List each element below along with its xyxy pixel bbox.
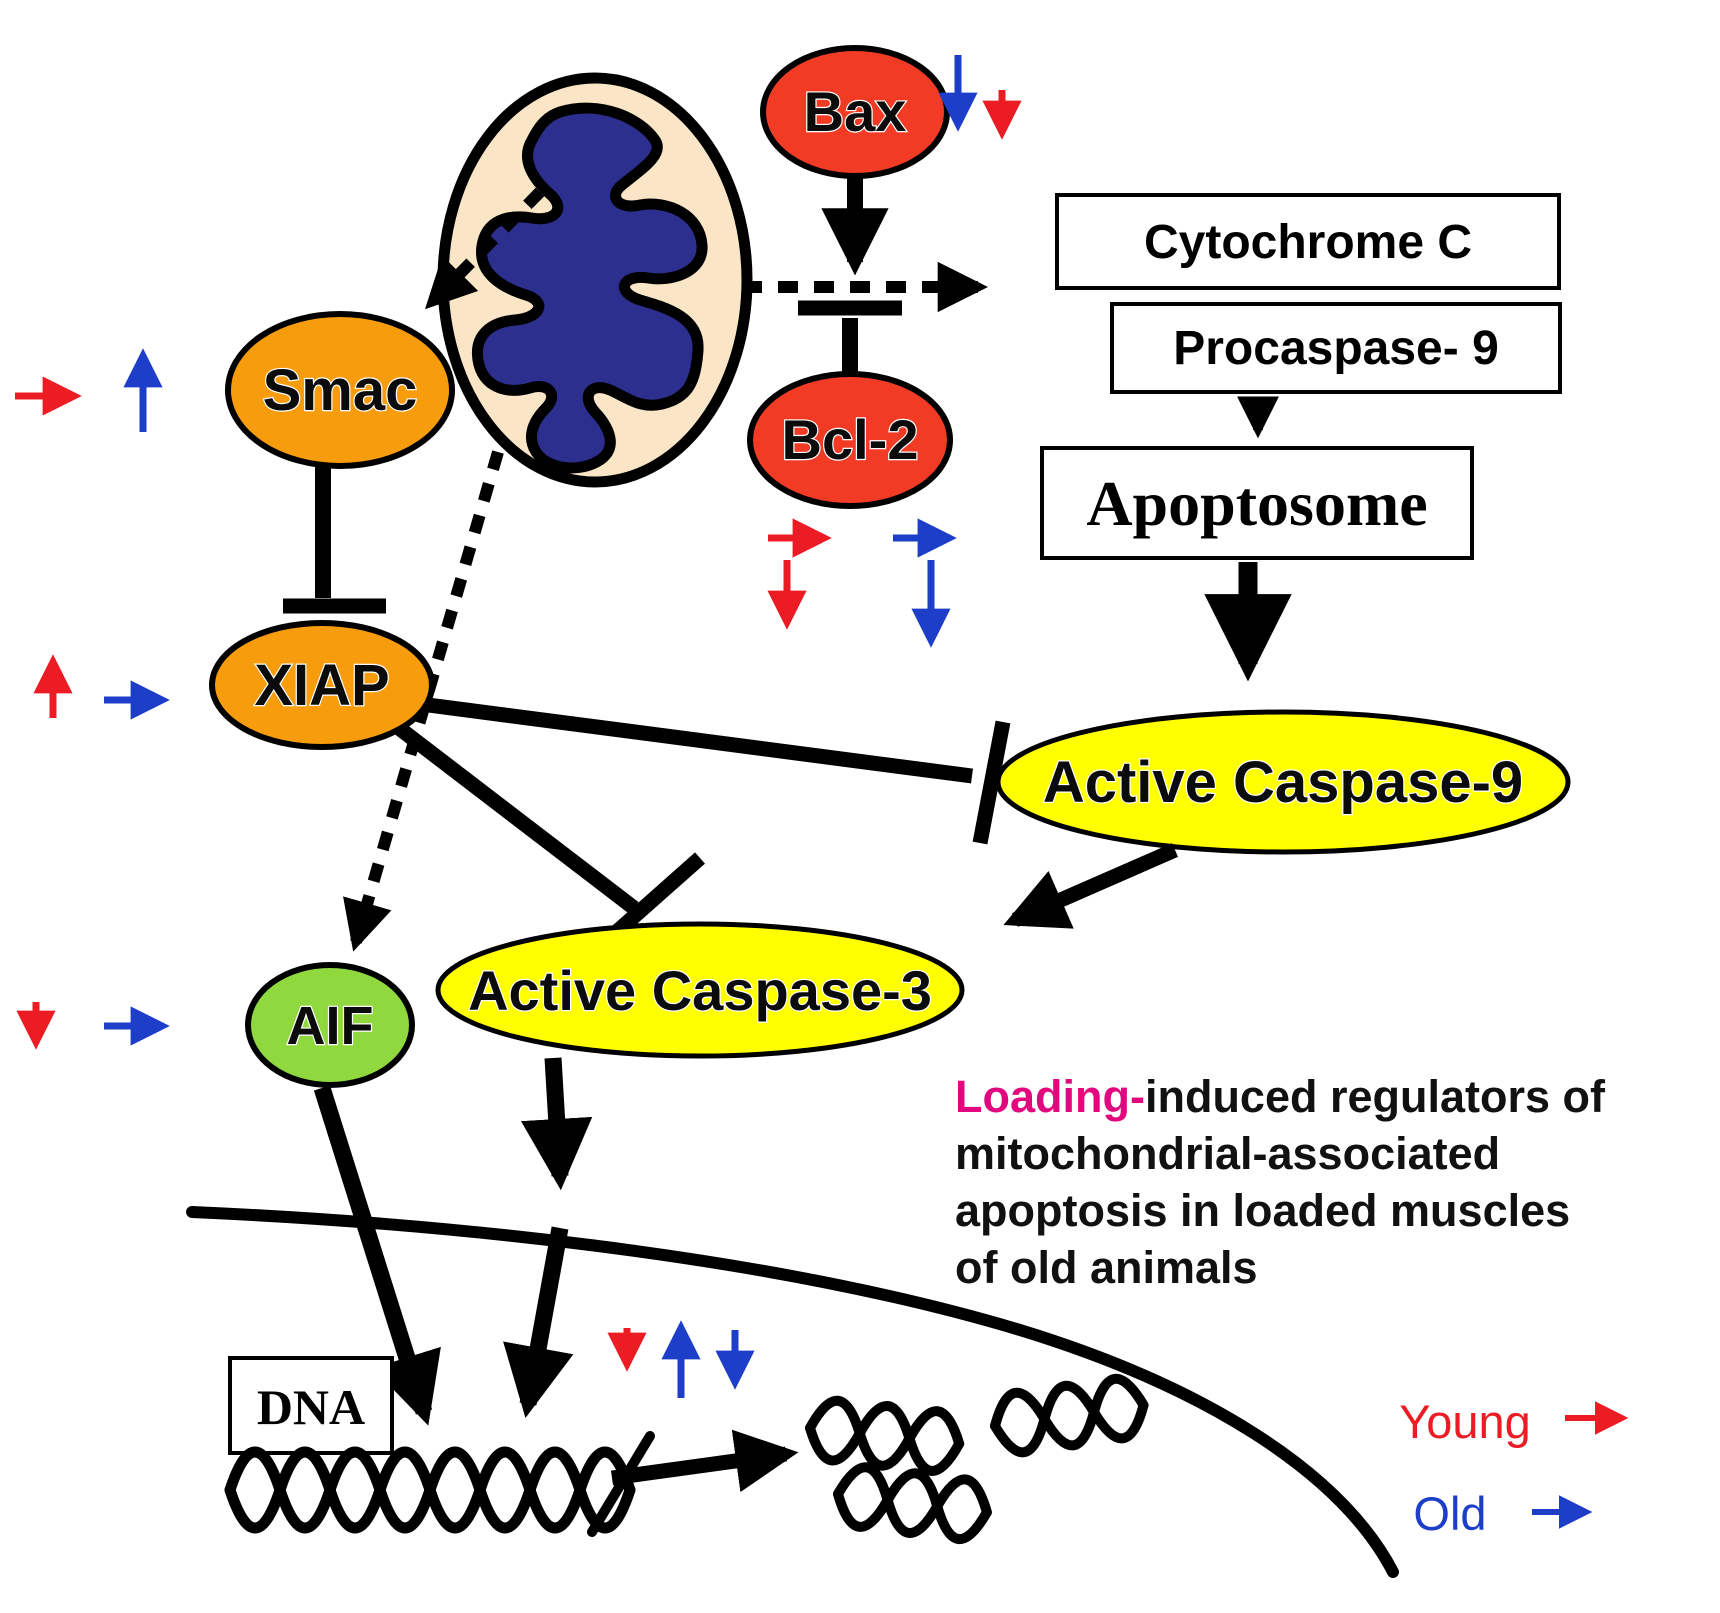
xiap-inhibit-caspase9-stem — [389, 692, 973, 784]
active-caspase9-label: Active Caspase-9 — [1043, 750, 1523, 815]
xiap-inhibit-caspase3-tbar — [607, 852, 705, 942]
bax-label: Bax — [804, 80, 907, 143]
smac-label: Smac — [263, 358, 418, 423]
annotation-line1: Loading-induced regulators of — [955, 1071, 1606, 1122]
aif-label: AIF — [287, 996, 374, 1056]
aif-ellipse — [245, 962, 415, 1088]
mito-to-smac-dashed-arrow — [424, 187, 545, 310]
node-apoptosome: Apoptosome — [1040, 446, 1474, 560]
active-caspase9-ellipse — [995, 709, 1571, 855]
bcl2-ellipse — [747, 371, 953, 509]
aif-to-dna-arrow — [313, 1085, 441, 1426]
bcl2-label: Bcl-2 — [782, 408, 919, 471]
procaspase9-label: Procaspase- 9 — [1173, 322, 1499, 375]
cytochrome-c-label: Cytochrome C — [1144, 216, 1472, 269]
xiap-label: XIAP — [254, 653, 389, 718]
annotation-highlight: Loading- — [955, 1071, 1145, 1122]
annotation-line1-rest: induced regulators of — [1145, 1071, 1606, 1122]
annotation-text: Loading-induced regulators of mitochondr… — [955, 1071, 1606, 1293]
dna-fragment-2 — [990, 1373, 1149, 1458]
apoptosome-box — [1040, 446, 1474, 560]
annotation-line4: of old animals — [955, 1242, 1258, 1293]
caspase3-to-membrane-arrow — [520, 1057, 593, 1191]
legend-old-label: Old — [1413, 1487, 1486, 1540]
legend-young-label: Young — [1399, 1395, 1531, 1448]
node-active-caspase9: Active Caspase-9 — [995, 709, 1571, 855]
node-dna: DNA — [228, 1356, 394, 1455]
dna-box — [228, 1356, 394, 1455]
xiap-inhibit-caspase9-tbar — [972, 720, 1011, 845]
node-procaspase9: Procaspase- 9 — [1110, 302, 1562, 394]
mitochondrion — [437, 72, 753, 488]
legend: Young Old — [1399, 1395, 1629, 1540]
node-smac: Smac — [225, 311, 455, 469]
apoptosome-label: Apoptosome — [1086, 468, 1427, 539]
dna-label: DNA — [257, 1379, 365, 1435]
active-caspase3-label: Active Caspase-3 — [468, 959, 932, 1022]
node-cytochrome-c: Cytochrome C — [1055, 193, 1561, 290]
dna-fragment-1 — [805, 1395, 965, 1476]
smac-ellipse — [225, 311, 455, 469]
active-caspase3-ellipse — [435, 921, 965, 1059]
node-bax: Bax — [760, 45, 950, 179]
annotation-line3: apoptosis in loaded muscles — [955, 1185, 1570, 1236]
caspase9-to-caspase3-arrow — [1003, 843, 1179, 929]
node-bcl2: Bcl-2 — [747, 371, 953, 509]
annotation-line2: mitochondrial-associated — [955, 1128, 1500, 1179]
dna-fragmentation-arrow — [610, 1429, 799, 1493]
node-aif: AIF — [245, 962, 415, 1088]
node-xiap: XIAP — [209, 620, 435, 750]
membrane-to-dna-arrow — [503, 1226, 574, 1419]
xiap-ellipse — [209, 620, 435, 750]
mitochondrion-matrix — [471, 102, 708, 474]
procaspase9-box — [1110, 302, 1562, 394]
dna-fragment-3 — [833, 1462, 992, 1545]
xiap-inhibit-caspase3-stem — [373, 706, 639, 914]
nuclear-membrane-curve — [186, 1206, 1399, 1578]
cytochrome-c-box — [1055, 193, 1561, 290]
node-active-caspase3: Active Caspase-3 — [435, 921, 965, 1059]
